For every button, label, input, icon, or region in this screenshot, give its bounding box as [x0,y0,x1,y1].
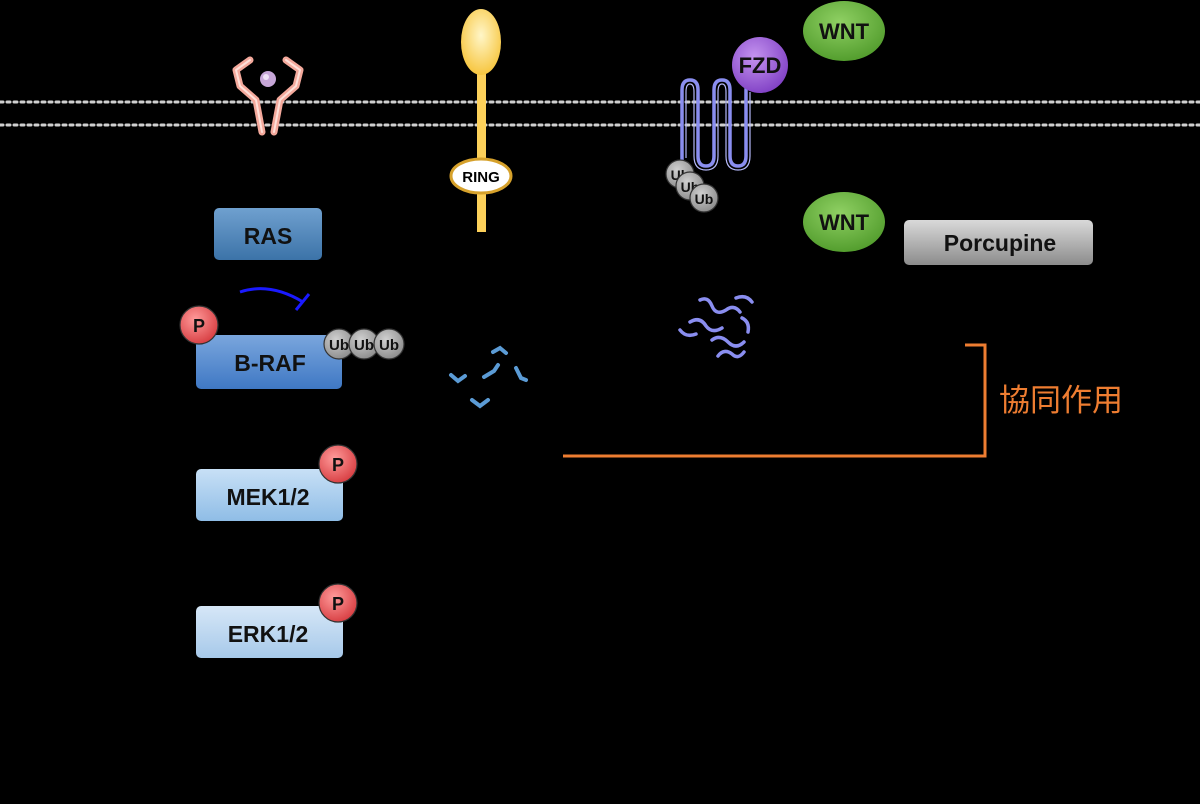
synergy-bracket: 協同作用 [563,343,1123,458]
fzd-transmembrane-icon [680,78,753,171]
fzd-label: FZD [739,53,782,78]
inhibition-arrow [239,287,311,311]
degraded-braf-fragments-icon [449,345,528,409]
porcupine-node: Porcupine [904,220,1093,265]
braf-label: B-RAF [234,350,306,376]
braf-node: B-RAF [196,335,342,389]
ras-node: RAS [214,208,322,260]
erk-label: ERK1/2 [228,621,309,647]
fzd-node: FZD [732,37,788,93]
ub-label: Ub [379,337,399,354]
ub-label: Ub [695,191,714,207]
ubiquitin-chain-braf: Ub Ub Ub [323,328,405,360]
mek-node: MEK1/2 [196,469,343,521]
ubiquitin-chain-fzd: Ub Ub Ub [665,159,719,213]
ring-receptor: RING [449,9,513,232]
ring-domain-icon [449,157,513,195]
mek-label: MEK1/2 [226,484,309,510]
cell-membrane [0,100,1200,127]
degraded-fzd-fragments-icon [678,294,754,359]
phospho-badge-mek: P [318,444,358,484]
wnt-mid-label: WNT [819,210,870,235]
phospho-badge-erk: P [318,583,358,623]
ub-label: Ub [354,337,374,354]
erk-node: ERK1/2 [196,606,343,658]
phospho-label: P [193,316,205,336]
ring-label: RING [462,169,500,186]
ras-label: RAS [244,223,293,249]
wnt-top-label: WNT [819,19,870,44]
synergy-label: 協同作用 [999,383,1123,419]
receptor-icon [232,56,304,136]
ub-label: Ub [329,337,349,354]
phospho-label: P [332,594,344,614]
porcupine-label: Porcupine [944,230,1056,256]
wnt-node-top: WNT [803,1,885,61]
phospho-label: P [332,455,344,475]
phospho-badge-braf: P [179,305,219,345]
wnt-node-mid: WNT [803,192,885,252]
